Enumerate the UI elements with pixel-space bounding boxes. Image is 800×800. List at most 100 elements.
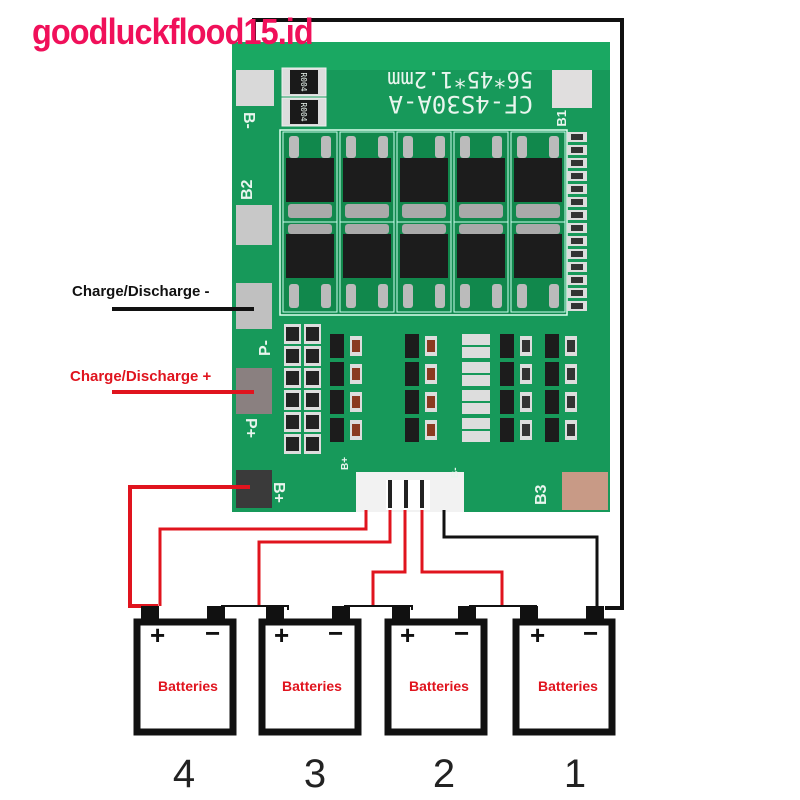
resistor-code: R004 xyxy=(299,72,308,91)
wire-balance-4 xyxy=(420,510,504,606)
pad-label-p-plus: P+ xyxy=(242,418,259,438)
battery-number: 3 xyxy=(303,752,327,796)
wire-balance-b-minus xyxy=(442,510,599,608)
ic-chip xyxy=(545,390,559,414)
battery-negative-terminal xyxy=(458,606,476,620)
smd-resistor xyxy=(462,418,490,429)
board-dimensions: 56*45*1.2mm xyxy=(387,66,533,91)
battery-body xyxy=(258,618,362,736)
smd-resistor xyxy=(462,334,490,345)
wire-balance-3 xyxy=(371,510,407,606)
ic-chip xyxy=(330,362,344,386)
ic-chip xyxy=(545,362,559,386)
smd-resistor xyxy=(462,403,490,414)
pad-b1 xyxy=(552,70,592,108)
battery-minus-sign: − xyxy=(454,618,470,648)
mosfet xyxy=(510,131,566,223)
battery-negative-terminal xyxy=(586,606,604,620)
pad-label-b1: B1 xyxy=(554,110,569,127)
battery-number: 2 xyxy=(432,752,456,796)
battery xyxy=(384,606,488,736)
battery-plus-sign: + xyxy=(400,620,416,650)
ic-chip xyxy=(405,334,419,358)
pad-label-b2: B2 xyxy=(239,179,256,200)
label-charge-discharge-negative: Charge/Discharge - xyxy=(72,283,210,300)
battery xyxy=(512,606,616,736)
ic-chip xyxy=(500,334,514,358)
battery-plus-sign: + xyxy=(530,620,546,650)
shunt-resistor: R004 xyxy=(281,67,327,97)
battery-body xyxy=(384,618,488,736)
balance-connector: B+ B- xyxy=(340,457,464,512)
pcb-board: R004 R004 56*45*1.2mm CF-4S30A-A B- B1 B… xyxy=(232,42,610,512)
smd-resistor xyxy=(462,390,490,401)
battery-negative-terminal xyxy=(207,606,225,620)
shunt-resistor: R004 xyxy=(281,97,327,127)
battery xyxy=(133,606,237,736)
pad-b3 xyxy=(562,472,608,510)
mosfet xyxy=(282,221,338,313)
battery-positive-terminal xyxy=(520,606,538,620)
ic-chip xyxy=(405,418,419,442)
mosfet xyxy=(339,131,395,223)
battery-positive-terminal xyxy=(266,606,284,620)
connector-label-b-minus: B- xyxy=(450,467,461,478)
mosfet xyxy=(339,221,395,313)
mosfet xyxy=(510,221,566,313)
battery-plus-sign: + xyxy=(274,620,290,650)
board-model: CF-4S30A-A xyxy=(388,90,533,118)
smd-resistor xyxy=(462,431,490,442)
battery-positive-terminal xyxy=(392,606,410,620)
pad-p-minus xyxy=(236,283,272,329)
ic-chip xyxy=(500,418,514,442)
ic-chip xyxy=(330,334,344,358)
battery-negative-terminal xyxy=(332,606,350,620)
smd-resistor xyxy=(462,347,490,358)
pad-label-b3: B3 xyxy=(533,484,550,505)
pad-b2 xyxy=(236,205,272,245)
battery-label: Batteries xyxy=(409,678,469,694)
pad-label-p-minus: P- xyxy=(257,340,274,356)
ic-chip xyxy=(545,418,559,442)
smd-resistor xyxy=(462,362,490,373)
mosfet-array xyxy=(282,131,566,313)
battery-label: Batteries xyxy=(538,678,598,694)
battery-positive-terminal xyxy=(141,606,159,620)
ic-chip xyxy=(330,418,344,442)
resistor-code: R004 xyxy=(299,102,308,121)
battery-number: 4 xyxy=(172,752,196,796)
battery-number: 1 xyxy=(563,752,587,796)
ic-chip xyxy=(545,334,559,358)
ic-chip xyxy=(405,362,419,386)
mosfet xyxy=(396,131,452,223)
pad-label-b-minus: B- xyxy=(240,112,257,129)
battery-body xyxy=(512,618,616,736)
smd-column xyxy=(567,132,587,311)
wire-balance-1 xyxy=(158,510,368,606)
connector-label-b-plus: B+ xyxy=(340,457,351,470)
smd-resistor xyxy=(462,375,490,386)
watermark: goodluckflood15.id xyxy=(32,11,314,52)
pad-label-b-plus: B+ xyxy=(270,482,287,503)
battery-label: Batteries xyxy=(282,678,342,694)
wire-balance-2 xyxy=(257,510,392,606)
battery-body xyxy=(133,618,237,736)
battery-minus-sign: − xyxy=(583,618,599,648)
battery-minus-sign: − xyxy=(328,618,344,648)
label-charge-discharge-positive: Charge/Discharge + xyxy=(70,368,212,385)
ic-chip xyxy=(500,390,514,414)
battery-minus-sign: − xyxy=(205,618,221,648)
ic-chip xyxy=(405,390,419,414)
battery-plus-sign: + xyxy=(150,620,166,650)
battery xyxy=(258,606,362,736)
battery-label: Batteries xyxy=(158,678,218,694)
mosfet xyxy=(282,131,338,223)
mosfet xyxy=(453,221,509,313)
mosfet xyxy=(396,221,452,313)
pad-b-minus xyxy=(236,70,274,106)
ic-chip xyxy=(500,362,514,386)
battery-group xyxy=(133,606,616,736)
ic-chip xyxy=(330,390,344,414)
